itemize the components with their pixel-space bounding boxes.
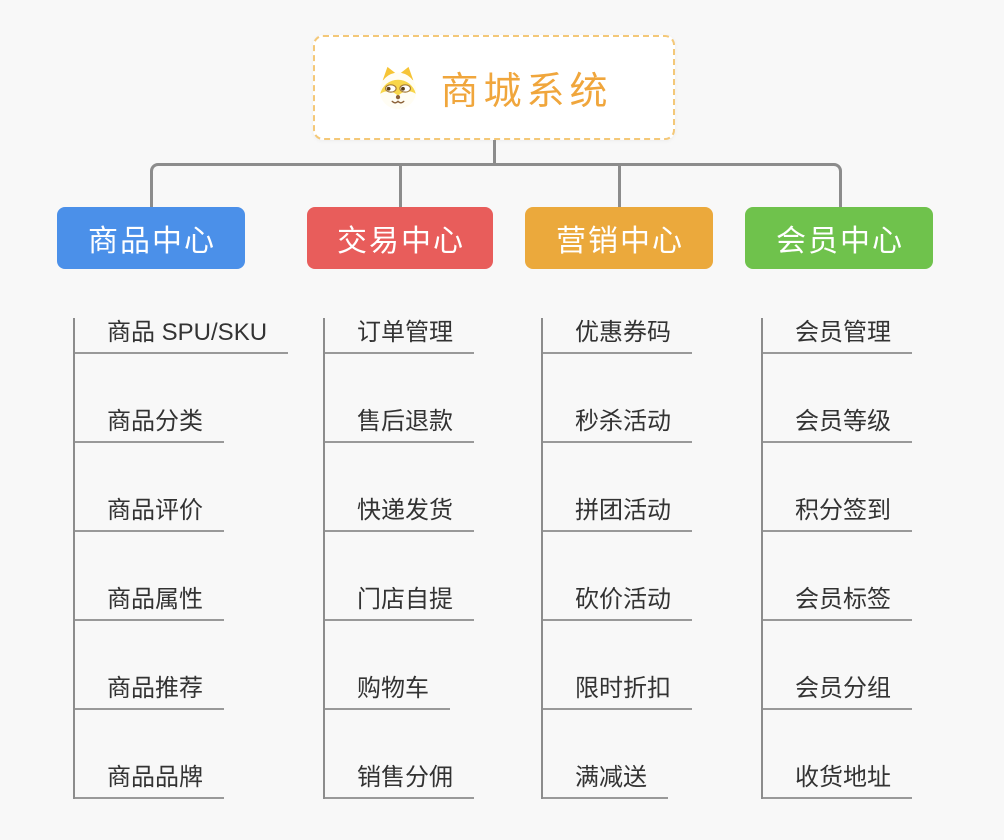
root-node[interactable]: 商城系统 xyxy=(313,35,675,140)
branch-group: 会员中心 会员管理会员等级积分签到会员标签会员分组收货地址 xyxy=(745,207,933,799)
branch-column: 会员管理会员等级积分签到会员标签会员分组收货地址 xyxy=(761,318,933,799)
branch-column: 订单管理售后退款快递发货门店自提购物车销售分佣 xyxy=(323,318,493,799)
branch-group: 营销中心 优惠券码秒杀活动拼团活动砍价活动限时折扣满减送 xyxy=(525,207,713,799)
sub-topic[interactable]: 门店自提 xyxy=(323,585,474,621)
branch-group: 交易中心 订单管理售后退款快递发货门店自提购物车销售分佣 xyxy=(307,207,493,799)
sub-topic[interactable]: 订单管理 xyxy=(323,318,474,354)
sub-topic[interactable]: 积分签到 xyxy=(761,496,912,532)
sub-topic[interactable]: 购物车 xyxy=(323,674,450,710)
branch-label: 商品中心 xyxy=(88,225,216,258)
sub-topic[interactable]: 会员分组 xyxy=(761,674,912,710)
branch-label: 交易中心 xyxy=(337,225,465,258)
sub-topic[interactable]: 售后退款 xyxy=(323,407,474,443)
sub-topic[interactable]: 商品属性 xyxy=(73,585,224,621)
branch-label: 会员中心 xyxy=(776,225,904,258)
branch-column: 商品 SPU/SKU 商品分类商品评价商品属性商品推荐商品品牌 xyxy=(73,318,289,799)
sub-topic[interactable]: 快递发货 xyxy=(323,496,474,532)
branch-column: 优惠券码秒杀活动拼团活动砍价活动限时折扣满减送 xyxy=(541,318,713,799)
branch-connector-bracket xyxy=(150,163,842,207)
branch-node[interactable]: 营销中心 xyxy=(525,207,713,269)
branch-node[interactable]: 会员中心 xyxy=(745,207,933,269)
sub-topic[interactable]: 销售分佣 xyxy=(323,763,474,799)
branch-label: 营销中心 xyxy=(556,225,684,258)
sub-topic[interactable]: 商品 SPU/SKU xyxy=(73,318,289,354)
sub-topic[interactable]: 会员标签 xyxy=(761,585,912,621)
branch-group: 商品中心 商品 SPU/SKU 商品分类商品评价商品属性商品推荐商品品牌 xyxy=(57,207,289,799)
sub-topic[interactable]: 秒杀活动 xyxy=(541,407,692,443)
sub-topic[interactable]: 砍价活动 xyxy=(541,585,692,621)
branch-connector-drop xyxy=(618,164,621,207)
sub-topic[interactable]: 商品分类 xyxy=(73,407,224,443)
shiba-dog-icon xyxy=(380,66,417,109)
sub-topic[interactable]: 拼团活动 xyxy=(541,496,692,532)
sub-topic[interactable]: 满减送 xyxy=(541,763,668,799)
sub-topic[interactable]: 商品评价 xyxy=(73,496,224,532)
sub-topic[interactable]: 限时折扣 xyxy=(541,674,692,710)
root-connector-stub xyxy=(493,140,496,166)
root-title: 商城系统 xyxy=(440,71,613,113)
sub-topic[interactable]: 会员等级 xyxy=(761,407,912,443)
sub-topic[interactable]: 收货地址 xyxy=(761,763,912,799)
branch-node[interactable]: 交易中心 xyxy=(307,207,493,269)
branch-node[interactable]: 商品中心 xyxy=(57,207,245,269)
branch-connector-drop xyxy=(399,164,402,207)
sub-topic[interactable]: 会员管理 xyxy=(761,318,912,354)
sub-topic[interactable]: 优惠券码 xyxy=(541,318,692,354)
sub-topic[interactable]: 商品推荐 xyxy=(73,674,224,710)
sub-topic[interactable]: 商品品牌 xyxy=(73,763,224,799)
